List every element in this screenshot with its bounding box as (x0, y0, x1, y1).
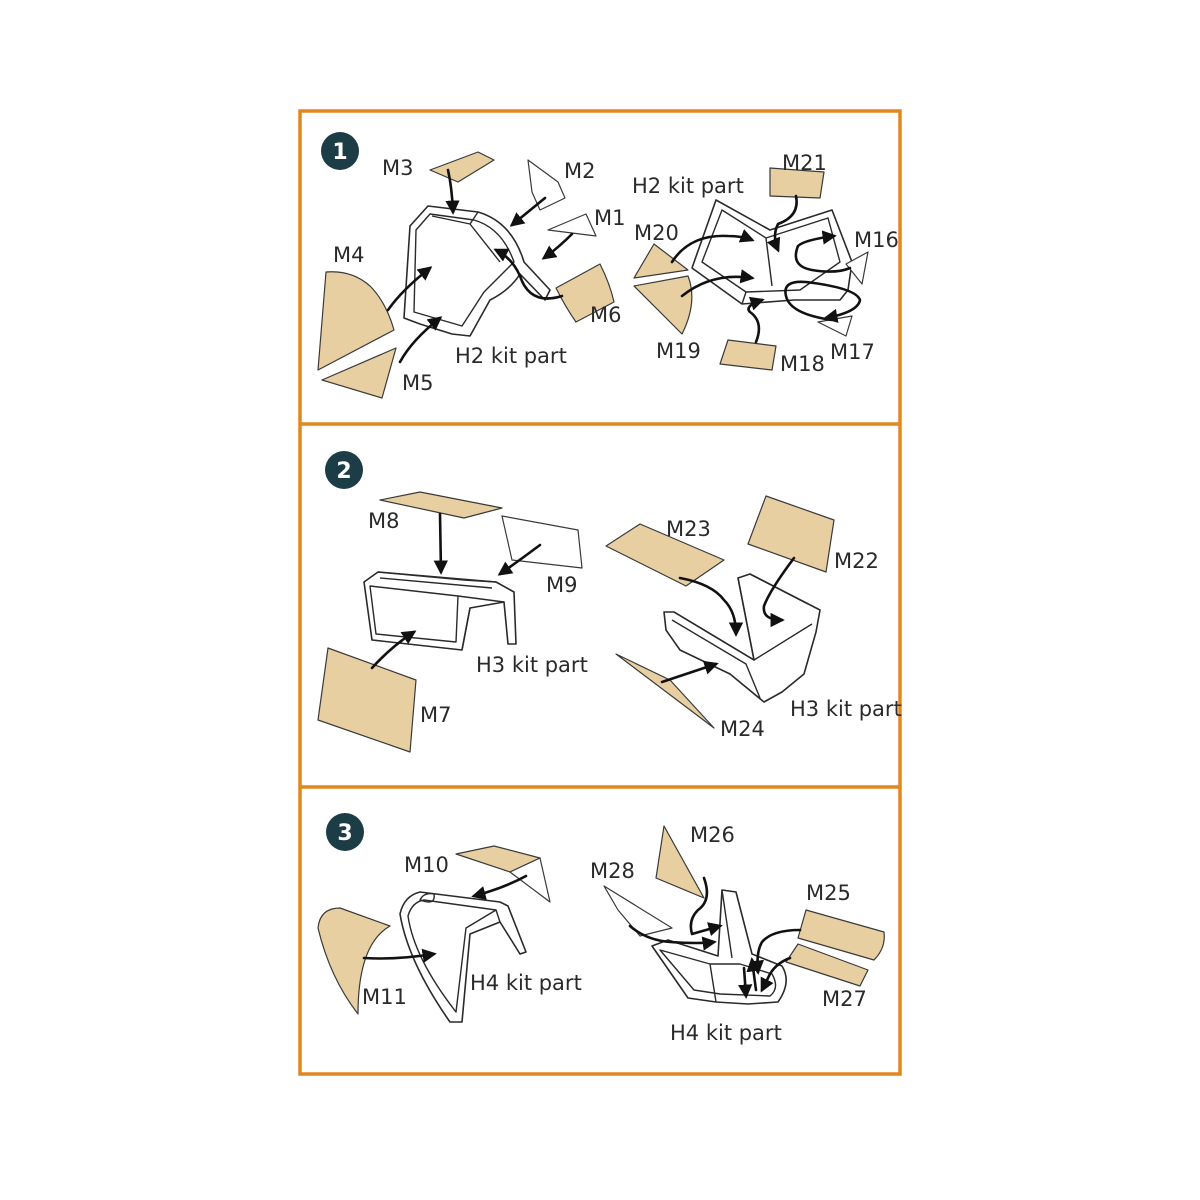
label-m11: M11 (362, 985, 407, 1009)
part-m25 (797, 909, 885, 961)
arrow-m16 (794, 230, 852, 273)
arrow-m28 (628, 924, 717, 951)
part-m26 (655, 825, 705, 899)
label-h4-kit-left: H4 kit part (470, 971, 582, 995)
label-m18: M18 (780, 352, 825, 376)
label-m6: M6 (590, 303, 621, 327)
arrow-m9 (497, 543, 542, 576)
step-frame (298, 109, 902, 1076)
part-m28 (603, 885, 673, 937)
part-m8 (379, 491, 503, 519)
arrow-m6 (493, 248, 564, 300)
step-3-badge: 3 (326, 813, 364, 851)
h4-kit-part-right (651, 889, 787, 1005)
part-m10-fold (509, 857, 551, 903)
part-m21 (769, 167, 825, 199)
part-m5 (321, 347, 397, 399)
label-h3-kit-left: H3 kit part (476, 653, 588, 677)
step-2-badge: 2 (325, 451, 363, 489)
step-number: 1 (332, 140, 347, 165)
arrow-m2 (509, 196, 547, 227)
h3-kit-part-right (663, 573, 821, 703)
step-number: 3 (337, 821, 352, 846)
arrow-m3 (445, 168, 460, 215)
step-1: 1 (317, 132, 899, 399)
part-m3 (429, 151, 495, 183)
part-m22 (747, 495, 835, 573)
label-m19: M19 (656, 339, 701, 363)
arrow-m26 (689, 876, 723, 937)
label-m5: M5 (402, 371, 433, 395)
h4-kit-part-left (399, 891, 527, 1023)
label-h2-kit-right: H2 kit part (632, 174, 744, 198)
label-h4-kit-right: H4 kit part (670, 1021, 782, 1045)
label-h3-kit-right: H3 kit part (790, 697, 902, 721)
arrow-m22 (762, 556, 796, 628)
label-m9: M9 (546, 573, 577, 597)
arrow-m19 (680, 269, 755, 298)
step-3: 3 (317, 813, 885, 1045)
part-m23 (605, 523, 725, 587)
arrow-m7 (370, 630, 417, 670)
arrow-m24 (660, 660, 719, 684)
label-m16: M16 (854, 228, 899, 252)
part-m27 (785, 943, 869, 987)
part-m16 (845, 251, 869, 285)
h2-kit-part-right (691, 199, 853, 305)
part-m11 (317, 907, 391, 1015)
arrow-m18 (747, 296, 765, 344)
arrow-m5 (398, 316, 443, 364)
arrow-m17 (784, 280, 862, 323)
step-1-badge: 1 (321, 132, 359, 170)
label-m17: M17 (830, 340, 875, 364)
arrow-m21 (766, 194, 798, 253)
h3-kit-part-left (363, 571, 517, 651)
part-m2 (527, 159, 566, 211)
label-m7: M7 (420, 703, 451, 727)
part-m4 (317, 271, 395, 371)
arrow-m20 (670, 229, 755, 264)
arrow-m4 (386, 266, 433, 312)
step-number: 2 (336, 459, 351, 484)
label-m21: M21 (782, 151, 827, 175)
label-m26: M26 (690, 823, 735, 847)
part-m18 (719, 339, 777, 371)
part-m19 (633, 275, 693, 335)
arrow-m27c (746, 957, 761, 992)
arrow-m23 (678, 576, 744, 637)
part-m24 (615, 653, 715, 729)
label-m27: M27 (822, 987, 867, 1011)
part-m1 (547, 213, 597, 237)
step-2: 2 (317, 451, 902, 753)
part-m6 (555, 263, 615, 323)
label-m1: M1 (594, 206, 625, 230)
label-m24: M24 (720, 717, 765, 741)
label-m4: M4 (333, 243, 364, 267)
arrow-m10 (471, 874, 528, 900)
h2-kit-part-left (403, 205, 551, 337)
label-m20: M20 (634, 221, 679, 245)
label-h2-kit-left: H2 kit part (455, 344, 567, 368)
label-m8: M8 (368, 509, 399, 533)
label-m23: M23 (666, 517, 711, 541)
arrow-m27 (760, 956, 792, 993)
label-m25: M25 (806, 881, 851, 905)
part-m7 (317, 647, 417, 753)
part-m20 (633, 243, 689, 279)
label-m3: M3 (382, 156, 413, 180)
arrow-m1 (541, 232, 574, 260)
label-m10: M10 (404, 853, 449, 877)
arrow-m11 (362, 948, 437, 963)
label-m22: M22 (834, 549, 879, 573)
part-m9 (501, 515, 583, 569)
arrow-m27b (738, 966, 753, 999)
label-m2: M2 (564, 159, 595, 183)
label-m28: M28 (590, 859, 635, 883)
arrow-m8 (433, 512, 448, 575)
